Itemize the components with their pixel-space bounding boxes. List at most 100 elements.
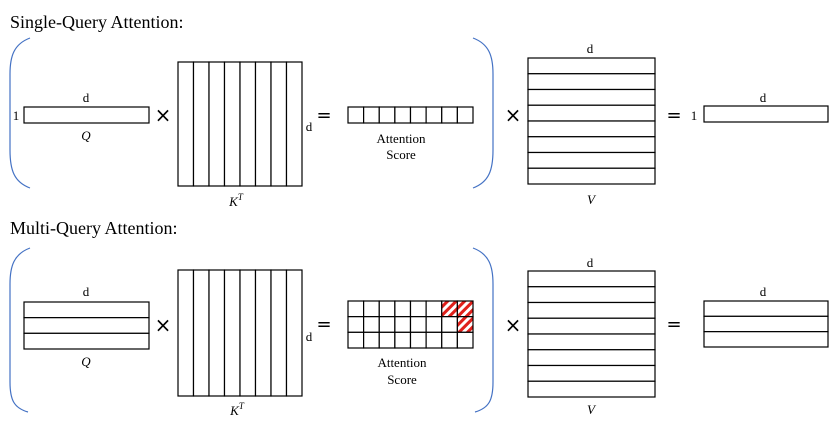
matrix-column (192, 61, 210, 187)
v-name-label: V (587, 402, 597, 417)
masked-score-cell (456, 300, 474, 318)
score-cell (456, 331, 474, 349)
matrix-row (527, 317, 656, 335)
matrix-column (239, 269, 257, 397)
matrix-row (527, 270, 656, 288)
score-cell (363, 316, 380, 333)
kt-dim-label: d (306, 329, 313, 344)
matrix-row (23, 317, 150, 334)
value-matrix: d V (527, 255, 656, 417)
matrix-row (703, 105, 829, 123)
v-dim-label: d (587, 255, 594, 270)
equals-operator: = (316, 105, 331, 126)
score-cell (441, 316, 458, 333)
matrix-column (285, 61, 303, 187)
matrix-column (270, 61, 288, 187)
out-dim-label: d (760, 284, 767, 299)
output-matrix: d (703, 284, 829, 348)
matrix-row (527, 167, 656, 185)
panel-title: Multi-Query Attention: (10, 218, 177, 238)
matrix-column (208, 269, 226, 397)
matrix-column (177, 269, 195, 397)
key-transpose-matrix: d KT (177, 61, 313, 209)
v-name-label: V (587, 192, 597, 207)
attention-score: Attention Score (347, 106, 474, 162)
single-query-panel: Single-Query Attention: d 1 Q × d KT = A… (9, 12, 829, 209)
score-cell (394, 331, 412, 349)
score-cell (425, 106, 443, 124)
matrix-column (177, 61, 195, 187)
panel-title: Single-Query Attention: (10, 12, 183, 32)
matrix-row (703, 331, 829, 348)
q-matrix (23, 301, 150, 350)
score-cell (409, 300, 427, 318)
q-name-label: Q (81, 128, 91, 143)
score-cell (394, 300, 412, 318)
value-matrix: d V (527, 41, 656, 207)
matrix-row (527, 88, 656, 106)
score-cell (347, 300, 365, 318)
score-cell (347, 331, 365, 349)
matrix-row (23, 106, 150, 124)
v-dim-label: d (587, 41, 594, 56)
score-cell (456, 106, 474, 124)
score-cell (409, 331, 427, 349)
kt-name-label: KT (229, 401, 245, 418)
matrix-row (527, 349, 656, 367)
matrix-column (270, 269, 288, 397)
times-operator: × (505, 313, 522, 337)
out-rows-label: 1 (691, 108, 698, 123)
score-label-line1: Attention (377, 355, 427, 370)
matrix-column (254, 269, 272, 397)
masked-score-cell (456, 316, 474, 333)
matrix-row (527, 73, 656, 91)
matrix-row (527, 136, 656, 154)
score-cell (425, 331, 443, 349)
times-operator: × (155, 313, 172, 337)
score-cell (441, 106, 458, 124)
score-cell (394, 316, 412, 333)
q-name-label: Q (81, 354, 91, 369)
q-rows-label: 1 (13, 108, 20, 123)
matrix-row (527, 380, 656, 398)
times-operator: × (505, 103, 522, 127)
query-matrix: d Q (23, 284, 150, 369)
score-matrix (347, 106, 474, 124)
matrix-row (23, 332, 150, 350)
right-bracket (472, 37, 494, 189)
matrix-row (527, 120, 656, 138)
output-vector: 1 d (691, 90, 829, 123)
equals-operator: = (666, 314, 681, 335)
score-cell (347, 316, 365, 333)
attention-score: Attention Score (347, 300, 474, 387)
matrix-column (254, 61, 272, 187)
matrix-row (527, 333, 656, 351)
matrix-row (527, 104, 656, 122)
kt-matrix (177, 61, 303, 187)
v-matrix (527, 57, 656, 185)
q-dim-label: d (83, 284, 90, 299)
out-matrix (703, 300, 829, 348)
masked-score-cell (441, 300, 458, 318)
equals-operator: = (666, 105, 681, 126)
score-label-line1: Attention (376, 131, 426, 146)
multi-query-panel: Multi-Query Attention: d Q × d KT = Atte… (9, 218, 829, 418)
score-label-line2: Score (386, 147, 416, 162)
query-vector: d 1 Q (13, 90, 150, 143)
v-matrix (527, 270, 656, 398)
score-cell (378, 316, 396, 333)
matrix-column (223, 61, 241, 187)
matrix-row (703, 315, 829, 333)
score-cell (441, 331, 458, 349)
matrix-column (192, 269, 210, 397)
out-dim-label: d (760, 90, 767, 105)
kt-matrix (177, 269, 303, 397)
score-cell (409, 106, 427, 124)
score-label-line2: Score (387, 372, 417, 387)
score-cell (363, 331, 380, 349)
matrix-row (703, 300, 829, 317)
score-cell (425, 316, 443, 333)
score-cell (425, 300, 443, 318)
score-cell (378, 300, 396, 318)
